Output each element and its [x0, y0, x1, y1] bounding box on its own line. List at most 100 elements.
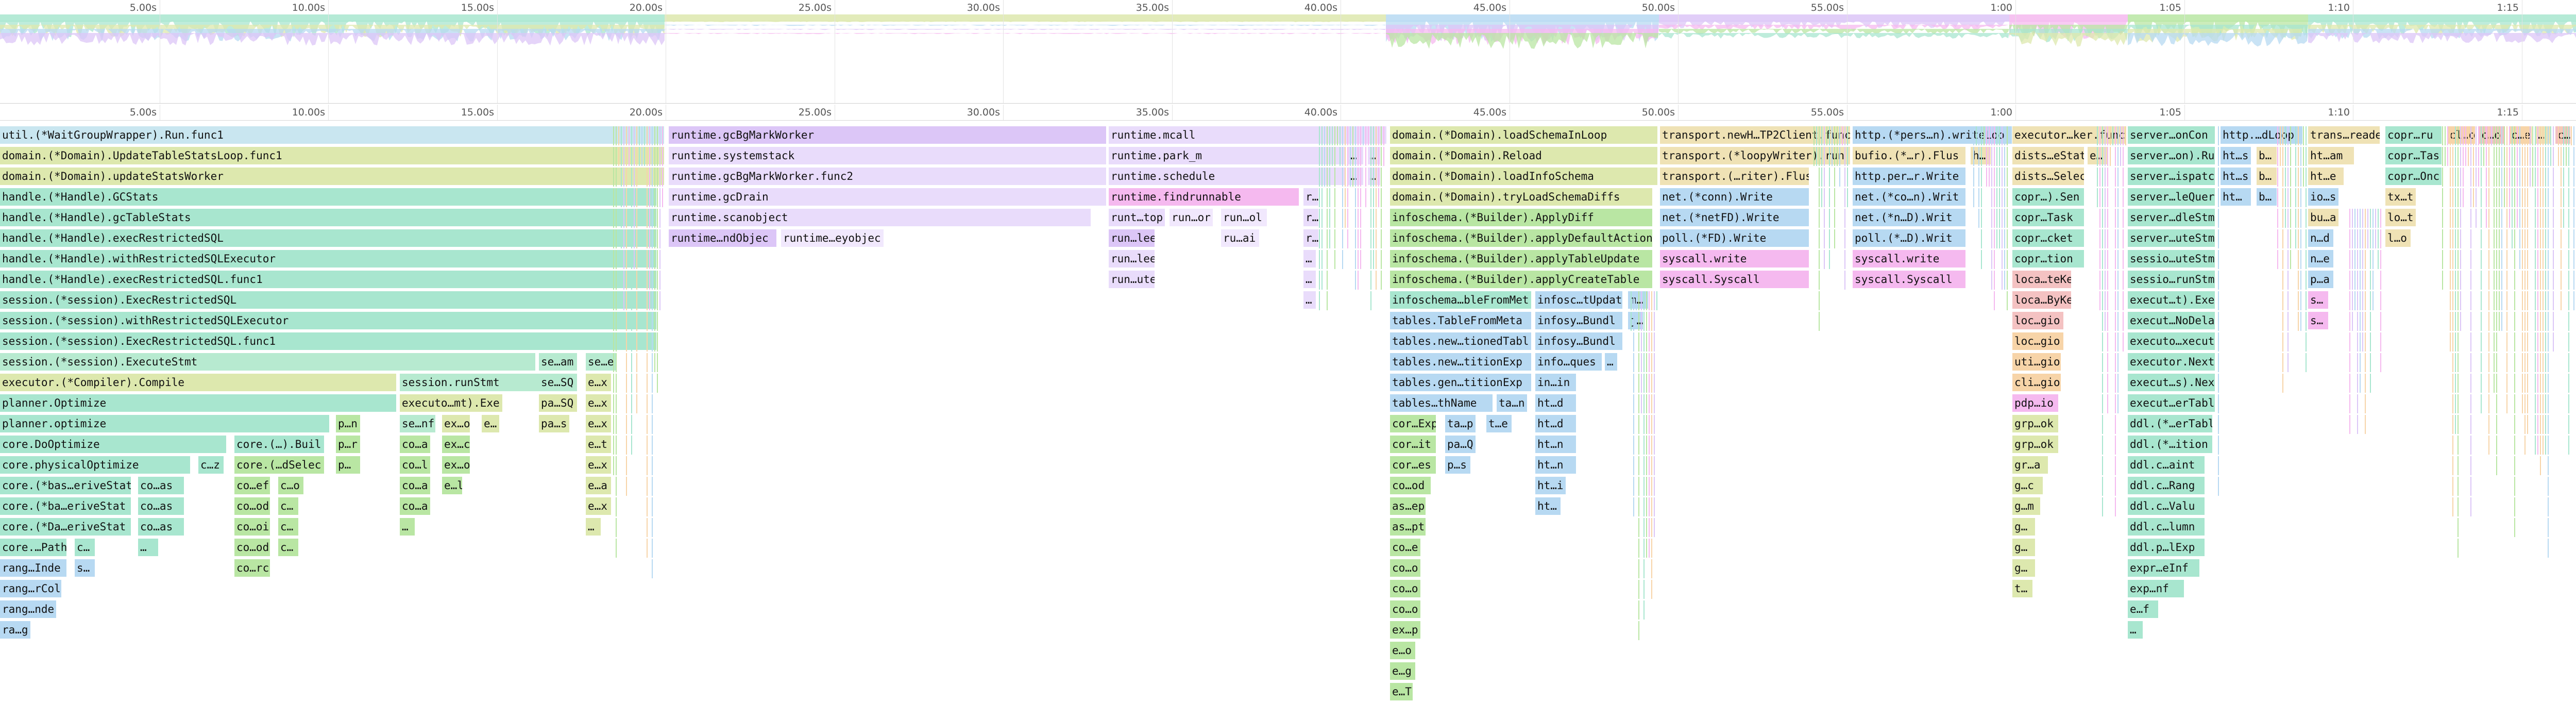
flame-frame-sliver[interactable]	[2468, 126, 2469, 145]
flame-frame[interactable]: se…SQ	[539, 374, 578, 393]
flame-frame[interactable]: http.(*pers…n).writeLoo	[1853, 126, 2012, 145]
flame-frame[interactable]: tables.new…titionExp	[1390, 353, 1532, 372]
flame-frame-sliver[interactable]	[652, 518, 653, 537]
flame-frame-sliver[interactable]	[2524, 415, 2526, 434]
flame-frame-sliver[interactable]	[2506, 332, 2507, 352]
flame-frame-sliver[interactable]	[1981, 209, 1982, 228]
flame-frame-sliver[interactable]	[1643, 559, 1645, 578]
flame-frame-sliver[interactable]	[2545, 188, 2546, 207]
flame-frame-sliver[interactable]	[634, 168, 635, 187]
flame-frame-sliver[interactable]	[1994, 209, 1995, 228]
flame-frame-sliver[interactable]	[629, 126, 630, 145]
flame-frame-sliver[interactable]	[2110, 147, 2111, 166]
flame-frame-sliver[interactable]	[2099, 188, 2100, 207]
flame-frame-sliver[interactable]	[652, 312, 653, 331]
flame-frame-sliver[interactable]	[2115, 271, 2116, 290]
flame-frame-sliver[interactable]	[2548, 188, 2549, 207]
flame-frame-sliver[interactable]	[654, 291, 655, 310]
flame-frame[interactable]: execut…erTabl	[2128, 394, 2215, 413]
flame-frame[interactable]: loc…gio	[2012, 332, 2064, 352]
flame-frame-sliver[interactable]	[1319, 188, 1320, 207]
flame-frame-sliver[interactable]	[2504, 168, 2505, 187]
flame-frame-sliver[interactable]	[2370, 229, 2371, 248]
flame-frame-sliver[interactable]	[2501, 312, 2502, 331]
flame-frame-sliver[interactable]	[2380, 209, 2381, 228]
flame-frame-sliver[interactable]	[1638, 580, 1639, 599]
flame-frame-sliver[interactable]	[2218, 332, 2219, 352]
flame-frame-sliver[interactable]	[2470, 374, 2471, 393]
flame-frame-sliver[interactable]	[2537, 312, 2538, 331]
flame-frame-sliver[interactable]	[649, 147, 650, 166]
flame-frame-sliver[interactable]	[2099, 271, 2100, 290]
flame-frame[interactable]: ddl.(*…ition	[2128, 436, 2213, 455]
flame-frame-sliver[interactable]	[1376, 250, 1377, 269]
flame-frame-sliver[interactable]	[2349, 332, 2350, 352]
flame-frame-sliver[interactable]	[2458, 229, 2459, 248]
flame-frame-sliver[interactable]	[1654, 353, 1655, 372]
flame-frame-sliver[interactable]	[2535, 229, 2536, 248]
flame-frame[interactable]: ta…n	[1497, 394, 1528, 413]
flame-frame-sliver[interactable]	[1378, 126, 1379, 145]
flame-frame-sliver[interactable]	[2357, 353, 2358, 372]
flame-frame-sliver[interactable]	[2548, 147, 2549, 166]
flame-frame-sliver[interactable]	[2537, 291, 2538, 310]
flame-frame-sliver[interactable]	[2285, 168, 2286, 187]
flame-frame-sliver[interactable]	[1363, 126, 1364, 145]
flame-frame-sliver[interactable]	[2496, 415, 2497, 434]
flame-frame[interactable]: runtime.scanobject	[669, 209, 1091, 228]
flame-frame[interactable]: domain.(*Domain).loadInfoSchema	[1390, 168, 1658, 187]
flame-frame-sliver[interactable]	[2370, 271, 2371, 290]
flame-frame-sliver[interactable]	[1646, 291, 1647, 310]
flame-frame-sliver[interactable]	[647, 168, 648, 187]
flame-frame-sliver[interactable]	[2452, 147, 2453, 166]
flame-frame-sliver[interactable]	[2481, 291, 2482, 310]
flame-frame-sliver[interactable]	[1355, 188, 1356, 207]
flame-frame-sliver[interactable]	[616, 539, 617, 558]
flame-frame-sliver[interactable]	[1324, 168, 1325, 187]
flame-frame-sliver[interactable]	[1994, 271, 1995, 290]
flame-frame[interactable]: grp…ok	[2012, 415, 2059, 434]
flame-frame-sliver[interactable]	[2494, 250, 2495, 269]
flame-frame-sliver[interactable]	[2218, 250, 2219, 269]
flame-frame-sliver[interactable]	[1646, 332, 1647, 352]
flame-frame-sliver[interactable]	[1370, 126, 1371, 145]
flame-frame-sliver[interactable]	[2499, 229, 2500, 248]
flame-frame-sliver[interactable]	[623, 147, 624, 166]
flame-frame-sliver[interactable]	[2282, 271, 2283, 290]
flame-frame-sliver[interactable]	[2452, 353, 2453, 372]
flame-frame-sliver[interactable]	[2099, 126, 2100, 145]
flame-frame-sliver[interactable]	[1981, 126, 1982, 145]
flame-frame-sliver[interactable]	[2540, 436, 2541, 455]
flame-frame-sliver[interactable]	[2512, 147, 2513, 166]
flame-frame-sliver[interactable]	[1321, 147, 1323, 166]
flame-frame-sliver[interactable]	[662, 147, 663, 166]
flame-frame-sliver[interactable]	[1832, 126, 1833, 145]
flame-frame-sliver[interactable]	[2365, 312, 2366, 331]
flame-frame-sliver[interactable]	[2306, 168, 2307, 187]
flame-frame-sliver[interactable]	[2543, 332, 2544, 352]
flame-frame-sliver[interactable]	[2535, 250, 2536, 269]
flame-frame-sliver[interactable]	[2568, 312, 2569, 331]
flame-frame-sliver[interactable]	[1814, 147, 1815, 166]
flame-frame-sliver[interactable]	[1355, 209, 1356, 228]
flame-frame-sliver[interactable]	[652, 539, 653, 558]
flame-frame-sliver[interactable]	[2007, 229, 2008, 248]
flame-frame-sliver[interactable]	[2378, 250, 2379, 269]
flame-frame[interactable]: p…	[336, 456, 361, 475]
flame-frame-sliver[interactable]	[2285, 188, 2286, 207]
flame-frame-sliver[interactable]	[2532, 168, 2533, 187]
flame-frame-sliver[interactable]	[634, 147, 635, 166]
flame-frame-sliver[interactable]	[2519, 229, 2520, 248]
flame-frame[interactable]: server…ispatc	[2128, 168, 2215, 187]
flame-frame-sliver[interactable]	[2370, 291, 2371, 310]
flame-frame-sliver[interactable]	[2460, 126, 2461, 145]
flame-frame-sliver[interactable]	[2218, 168, 2219, 187]
flame-frame-sliver[interactable]	[2287, 291, 2289, 310]
flame-frame[interactable]: ddl.p…lExp	[2128, 539, 2205, 558]
flame-frame-sliver[interactable]	[2537, 374, 2538, 393]
flame-frame-sliver[interactable]	[1847, 168, 1848, 187]
flame-frame-sliver[interactable]	[2458, 271, 2459, 290]
flame-frame[interactable]: t…e	[1486, 415, 1512, 434]
flame-frame-sliver[interactable]	[2458, 518, 2459, 537]
flame-frame-sliver[interactable]	[1329, 229, 1330, 248]
